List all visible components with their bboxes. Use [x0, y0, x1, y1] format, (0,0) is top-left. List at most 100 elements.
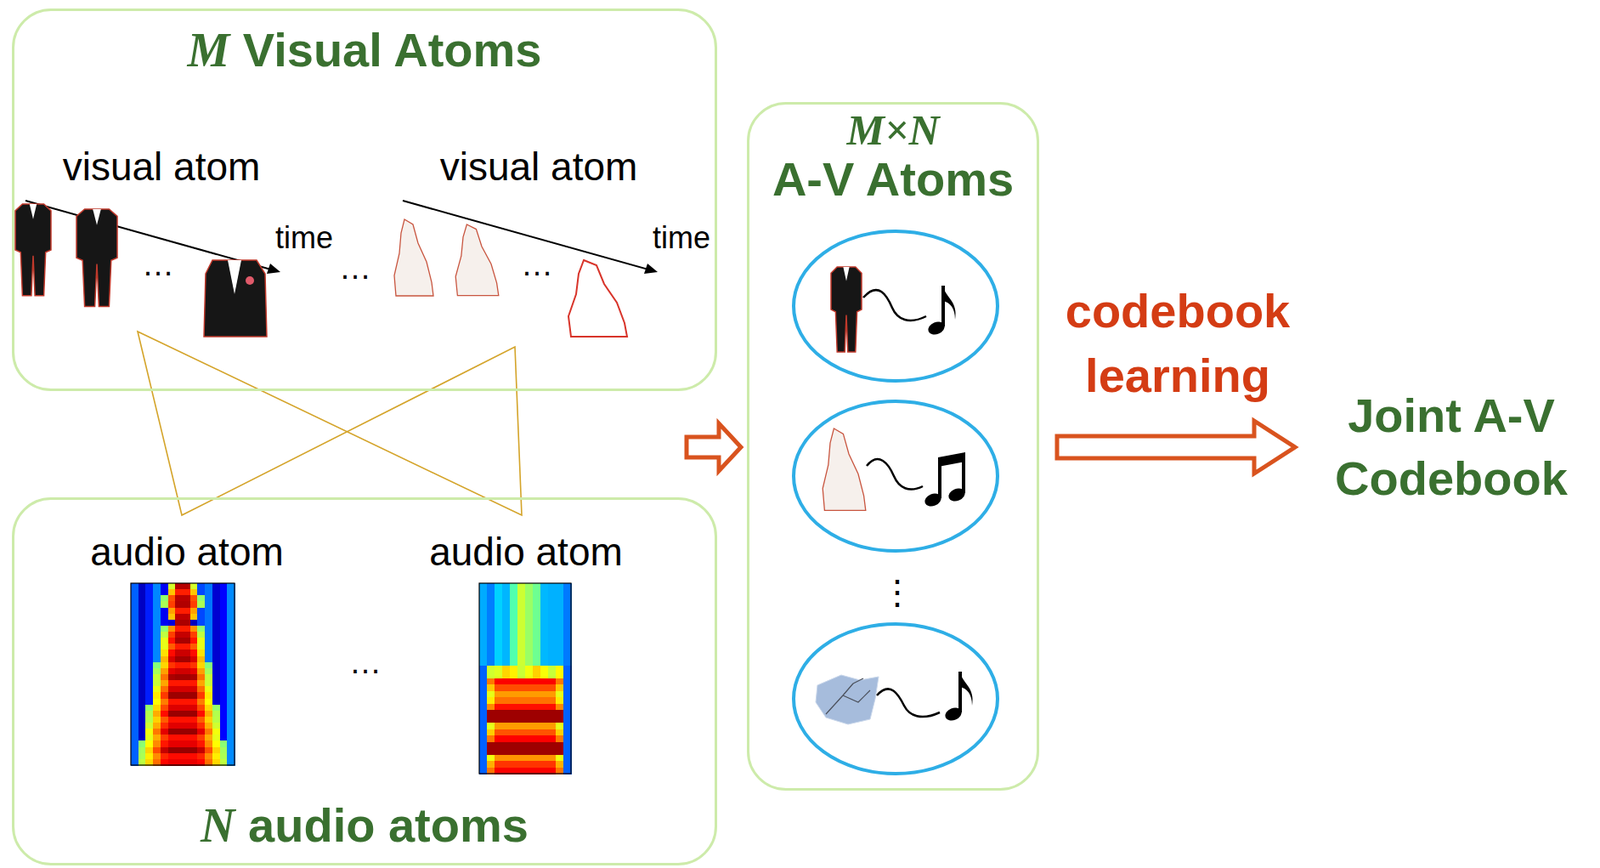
- suit-frame: [15, 203, 51, 296]
- spectrogram-cell: [486, 734, 496, 742]
- spectrogram-cell: [212, 734, 221, 741]
- spectrogram-cell: [226, 673, 235, 681]
- spectrogram-cell: [479, 614, 488, 622]
- spectrogram-cell: [555, 734, 565, 742]
- spectrogram-cell: [197, 752, 205, 760]
- spectrogram-cell: [555, 747, 565, 755]
- spectrogram-cell: [130, 655, 139, 663]
- spectrogram-cell: [152, 667, 161, 675]
- spectrogram-cell: [494, 690, 504, 698]
- spectrogram-cell: [494, 595, 504, 603]
- spectrogram-cell: [548, 621, 557, 628]
- spectrogram-cell: [540, 639, 549, 647]
- spectrogram-cell: [525, 652, 534, 660]
- spectrogram-cell: [212, 679, 221, 687]
- spectrogram-cell: [138, 649, 147, 656]
- spectrogram-cell: [212, 613, 221, 621]
- spectrogram-cell: [226, 613, 235, 621]
- spectrogram-cell: [138, 734, 147, 741]
- spectrogram-cell: [494, 672, 504, 679]
- spectrogram-cell: [479, 690, 488, 698]
- spectrogram-cell: [152, 685, 161, 693]
- note-head: [922, 491, 944, 509]
- spectrogram-cell: [220, 588, 228, 596]
- spectrogram-cell: [182, 619, 191, 627]
- spectrogram-cell: [548, 665, 557, 673]
- spectrogram-cell: [486, 588, 496, 596]
- spectrogram-cell: [486, 729, 496, 736]
- spectrogram-cell: [160, 716, 169, 724]
- spectrogram-cell: [138, 673, 147, 681]
- spectrogram-cell: [190, 710, 198, 718]
- spectrogram-cell: [548, 703, 557, 711]
- spectrogram-cell: [160, 619, 169, 627]
- spectrogram-cell: [479, 734, 488, 742]
- spectrogram-cell: [226, 728, 235, 735]
- av-atom-ellipse: [793, 231, 998, 381]
- spectrogram-cell: [226, 722, 235, 730]
- shirt: [227, 260, 242, 294]
- spectrogram-cell: [182, 613, 191, 621]
- spectrogram-cell: [494, 633, 504, 641]
- spectrogram-cell: [182, 649, 191, 656]
- spectrogram-cell: [548, 608, 557, 616]
- spectrogram-cell: [220, 728, 228, 735]
- flow-arrow: [686, 423, 741, 471]
- spectrogram-cell: [130, 673, 139, 681]
- spectrogram-cell: [212, 588, 221, 596]
- spectrogram-cell: [168, 710, 176, 718]
- spectrogram-cell: [540, 659, 549, 667]
- spectrogram-cell: [168, 746, 176, 754]
- spectrogram-cell: [555, 652, 565, 660]
- spectrogram-cell: [509, 639, 519, 647]
- spectrogram-cell: [540, 652, 549, 660]
- spectrogram-cell: [555, 601, 565, 609]
- spectrogram-cell: [204, 704, 213, 712]
- spectrogram-cell: [145, 734, 153, 741]
- axis-label: time: [275, 220, 334, 255]
- spectrogram-cell: [220, 740, 228, 747]
- spectrogram-cell: [168, 752, 176, 760]
- spectrogram-cell: [486, 621, 496, 628]
- spectrogram-cell: [479, 582, 488, 590]
- spectrogram-cell: [182, 661, 191, 669]
- spectrogram-cell: [130, 691, 139, 699]
- spectrogram-cell: [494, 614, 504, 622]
- spectrogram-cell: [555, 690, 565, 698]
- spectrogram-cell: [509, 741, 519, 749]
- spectrogram-cell: [555, 614, 565, 622]
- spectrogram-cell: [548, 690, 557, 698]
- spectrogram-cell: [548, 722, 557, 730]
- spectrogram-cell: [479, 696, 488, 704]
- spectrogram-cell: [175, 637, 183, 645]
- spectrogram-cell: [548, 614, 557, 622]
- spectrogram-cell: [138, 752, 147, 760]
- spectrogram-cell: [555, 659, 565, 667]
- spectrogram-cell: [502, 601, 511, 609]
- spectrogram-cell: [226, 607, 235, 615]
- spectrogram-cell: [509, 747, 519, 755]
- spectrogram-cell: [517, 639, 526, 647]
- spectrogram-cell: [555, 709, 565, 717]
- spectrogram-cell: [479, 627, 488, 634]
- spectrogram-cell: [152, 752, 161, 760]
- spectrogram-cell: [212, 631, 221, 639]
- spectrogram-cell: [226, 716, 235, 724]
- spectrogram-cell: [138, 619, 147, 627]
- spectrogram-cell: [517, 627, 526, 634]
- spectrogram-cell: [152, 619, 161, 627]
- spectrogram-cell: [145, 655, 153, 663]
- spectrogram-cell: [182, 734, 191, 741]
- note-flag: [960, 671, 973, 706]
- sky-patch: [815, 674, 879, 724]
- spectrogram-cell: [190, 758, 198, 766]
- panel-title: N audio atoms: [200, 797, 529, 853]
- spectrogram-cell: [532, 588, 542, 596]
- spectrogram-cell: [182, 667, 191, 675]
- spectrogram-cell: [563, 665, 572, 673]
- spectrogram-cell: [486, 696, 496, 704]
- spectrogram-cell: [182, 722, 191, 730]
- spectrogram-cell: [220, 619, 228, 627]
- spectrogram-cell: [160, 710, 169, 718]
- spectrogram-cell: [197, 619, 205, 627]
